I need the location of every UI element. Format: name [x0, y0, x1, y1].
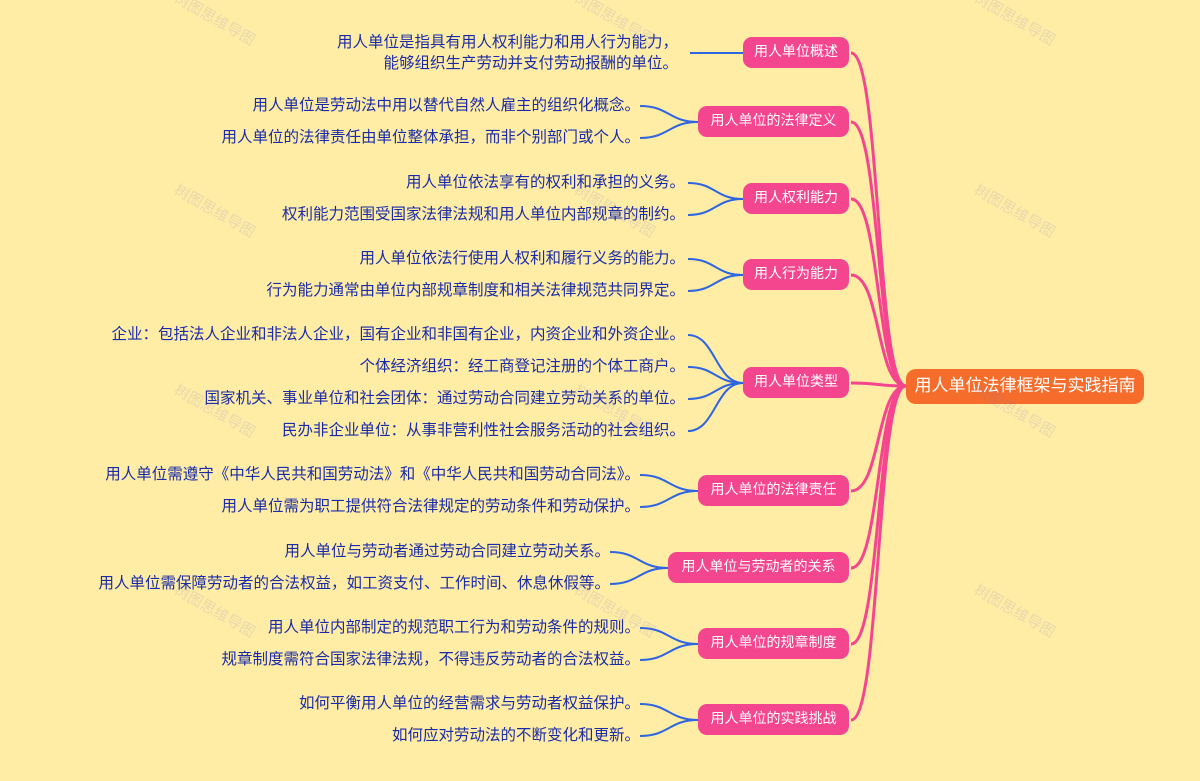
leaf-text[interactable]: 行为能力通常由单位内部规章制度和相关法律规范共同界定。	[266, 281, 685, 299]
leaf-connector	[687, 198, 744, 216]
leaf-connector	[639, 474, 699, 492]
leaf-connector	[687, 382, 744, 432]
branch-connector	[850, 384, 907, 722]
leaf-connector	[687, 258, 744, 276]
leaf-connector	[609, 567, 669, 585]
leaf-text[interactable]: 用人单位需遵守《中华人民共和国劳动法》和《中华人民共和国劳动合同法》。	[105, 465, 640, 483]
leaf-text[interactable]: 个体经济组织：经工商登记注册的个体工商户。	[359, 357, 685, 375]
leaf-connector	[639, 703, 699, 721]
leaf-connector	[639, 490, 699, 508]
root-node[interactable]: 用人单位法律框架与实践指南	[906, 369, 1144, 404]
leaf-text[interactable]: 用人单位内部制定的规范职工行为和劳动条件的规则。	[267, 618, 640, 636]
leaf-text[interactable]: 如何应对劳动法的不断变化和更新。	[391, 726, 640, 744]
leaf-text[interactable]: 用人单位是指具有用人权利能力和用人行为能力， 能够组织生产劳动并支付劳动报酬的单…	[336, 33, 678, 72]
branch-node-legal-definition[interactable]: 用人单位的法律定义	[698, 106, 849, 137]
leaf-text[interactable]: 如何平衡用人单位的经营需求与劳动者权益保护。	[298, 694, 640, 712]
leaf-connector	[609, 551, 669, 569]
leaf-connector	[639, 121, 699, 139]
leaf-text[interactable]: 用人单位依法享有的权利和承担的义务。	[405, 173, 685, 191]
branch-node-legal-liability[interactable]: 用人单位的法律责任	[698, 475, 849, 506]
leaf-text[interactable]: 企业：包括法人企业和非法人企业，国有企业和非国有企业，内资企业和外资企业。	[111, 325, 685, 343]
leaf-text[interactable]: 用人单位依法行使用人权利和履行义务的能力。	[359, 249, 685, 267]
branch-connector	[850, 273, 907, 388]
leaf-text[interactable]: 用人单位的法律责任由单位整体承担，而非个别部门或个人。	[221, 128, 640, 146]
branch-connector	[850, 120, 907, 388]
branch-node-unit-types[interactable]: 用人单位类型	[743, 367, 849, 398]
branch-node-overview[interactable]: 用人单位概述	[743, 37, 849, 68]
branch-node-practice-challenges[interactable]: 用人单位的实践挑战	[698, 704, 849, 735]
leaf-text[interactable]: 国家机关、事业单位和社会团体：通过劳动合同建立劳动关系的单位。	[204, 389, 685, 407]
leaf-text[interactable]: 用人单位是劳动法中用以替代自然人雇主的组织化概念。	[252, 96, 640, 114]
branch-node-rights-capacity[interactable]: 用人权利能力	[743, 183, 849, 214]
branch-node-rules-system[interactable]: 用人单位的规章制度	[698, 628, 849, 659]
branch-connector	[850, 381, 907, 388]
leaf-connector	[687, 182, 744, 200]
leaf-connector	[687, 274, 744, 292]
leaf-text[interactable]: 规章制度需符合国家法律法规，不得违反劳动者的合法权益。	[221, 650, 640, 668]
leaf-connector	[639, 105, 699, 123]
branch-connector	[850, 197, 907, 388]
leaf-connector	[639, 719, 699, 737]
leaf-connector	[639, 643, 699, 661]
leaf-text[interactable]: 用人单位与劳动者通过劳动合同建立劳动关系。	[284, 542, 610, 560]
leaf-connector	[687, 334, 744, 384]
leaf-text[interactable]: 用人单位需保障劳动者的合法权益，如工资支付、工作时间、休息休假等。	[98, 574, 610, 592]
leaf-text[interactable]: 用人单位需为职工提供符合法律规定的劳动条件和劳动保护。	[221, 497, 640, 515]
branch-connector	[850, 384, 907, 646]
leaf-text[interactable]: 民办非企业单位：从事非营利性社会服务活动的社会组织。	[281, 421, 685, 439]
branch-node-employee-relation[interactable]: 用人单位与劳动者的关系	[668, 552, 849, 583]
branch-node-behavior-capacity[interactable]: 用人行为能力	[743, 259, 849, 290]
leaf-text[interactable]: 权利能力范围受国家法律法规和用人单位内部规章的制约。	[281, 205, 685, 223]
